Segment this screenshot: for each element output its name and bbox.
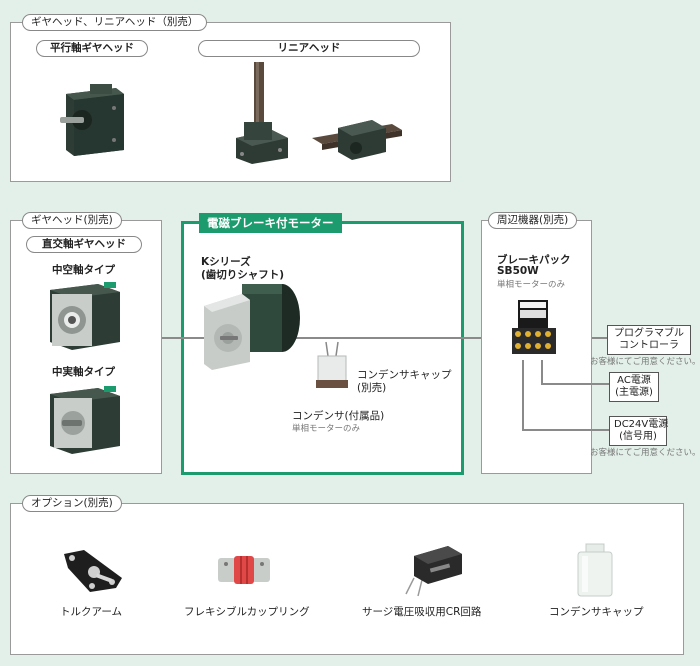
condenser-cap-option-image <box>577 543 613 597</box>
options-title: オプション(別売) <box>22 495 122 512</box>
dc-power-note: お客様にてご用意ください。 <box>590 448 700 458</box>
linear-head-vertical-image <box>236 62 288 164</box>
option-condenser-cap-label: コンデンサキャップ <box>549 606 644 618</box>
condenser-note: 単相モーターのみ <box>292 424 361 434</box>
dc-power-sublabel: (信号用) <box>619 431 657 442</box>
peripheral-title: 周辺機器(別売) <box>488 212 578 229</box>
condenser-cap-label: コンデンサキャップ <box>357 369 452 381</box>
flexible-coupling-image <box>218 556 270 584</box>
dc-power-box: DC24V電源 (信号用) <box>609 416 669 446</box>
ac-power-box: AC電源 (主電源) <box>609 372 659 402</box>
connection-line-ac-horizontal <box>541 383 609 385</box>
gear-head-title: ギヤヘッド(別売) <box>22 212 122 229</box>
brake-pack-note: 単相モーターのみ <box>497 280 566 290</box>
condenser-cap-sublabel: (別売) <box>357 382 387 394</box>
connection-line-dc-horizontal <box>522 429 609 431</box>
options-panel <box>10 503 684 655</box>
connection-line-dc-vertical <box>522 360 524 430</box>
brake-pack-image <box>512 300 556 354</box>
linear-head-label: リニアヘッド <box>198 40 420 57</box>
torque-arm-image <box>64 550 122 592</box>
linear-head-horizontal-image <box>312 120 402 160</box>
brake-pack-model: SB50W <box>497 265 539 277</box>
option-surge-cr-circuit-label: サージ電圧吸収用CR回路 <box>362 606 482 618</box>
gear-linear-head-title: ギヤヘッド、リニアヘッド（別売） <box>22 14 208 31</box>
brake-motor-tab: 電磁ブレーキ付モーター <box>199 213 342 233</box>
dc-power-label: DC24V電源 <box>614 419 669 430</box>
hollow-shaft-gear-head-image <box>50 282 120 350</box>
k-series-sublabel: (歯切りシャフト) <box>201 269 285 281</box>
connection-line-ac-vertical <box>541 360 543 384</box>
brake-pack-label: ブレーキパック <box>497 254 571 266</box>
hollow-shaft-type-label: 中空軸タイプ <box>52 264 115 276</box>
connection-line-main <box>162 337 608 339</box>
option-torque-arm-label: トルクアーム <box>60 606 123 618</box>
parallel-gear-head-image <box>60 84 124 156</box>
solid-shaft-gear-head-image <box>50 386 120 454</box>
condenser-image <box>316 341 348 388</box>
plc-label: プログラマブル <box>614 328 684 339</box>
ac-power-sublabel: (主電源) <box>615 387 653 398</box>
right-angle-gear-head-label: 直交軸ギヤヘッド <box>26 236 142 253</box>
surge-cr-circuit-image <box>405 546 462 597</box>
ac-power-label: AC電源 <box>617 375 651 386</box>
plc-note: お客様にてご用意ください。 <box>590 357 700 367</box>
k-series-label: Kシリーズ <box>201 256 251 268</box>
parallel-gear-head-label: 平行軸ギヤヘッド <box>36 40 148 57</box>
plc-box: プログラマブル コントローラ <box>607 325 691 355</box>
condenser-label: コンデンサ(付属品) <box>292 410 385 422</box>
plc-sublabel: コントローラ <box>619 340 679 351</box>
motor-image <box>204 284 300 370</box>
option-flexible-coupling-label: フレキシブルカップリング <box>184 606 310 618</box>
solid-shaft-type-label: 中実軸タイプ <box>52 366 115 378</box>
